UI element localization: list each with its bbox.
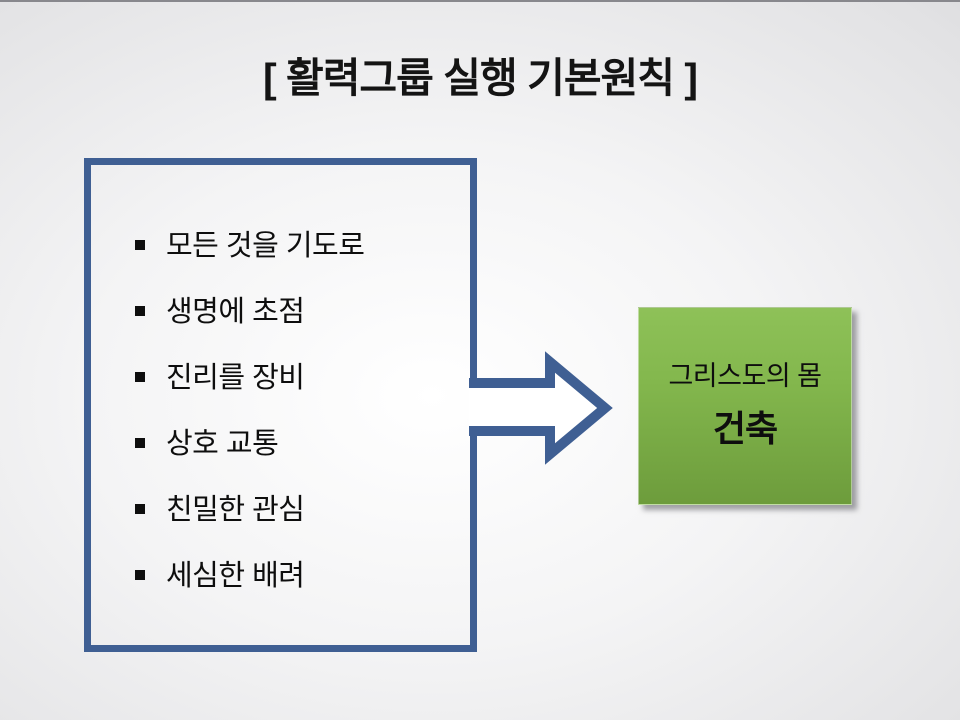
list-item: 생명에 초점 (135, 276, 470, 342)
result-line1: 그리스도의 몸 (668, 361, 822, 391)
bullet-square-icon (135, 305, 145, 316)
list-item: 세심한 배려 (135, 540, 470, 606)
list-item: 친밀한 관심 (135, 474, 470, 540)
result-line2: 건축 (712, 408, 778, 449)
principle-label: 진리를 장비 (166, 362, 305, 394)
bullet-square-icon (135, 239, 145, 250)
slide-title: [ 활력그룹 실행 기본원칙 ] (262, 55, 698, 101)
principles-list: 모든 것을 기도로 생명에 초점 진리를 장비 상호 교통 친밀한 관심 세심한… (91, 165, 470, 606)
principle-label: 모든 것을 기도로 (166, 230, 365, 262)
list-item: 상호 교통 (135, 408, 470, 474)
slide-top-edge (0, 0, 960, 2)
principle-label: 상호 교통 (166, 428, 279, 460)
bullet-square-icon (135, 503, 145, 514)
principle-label: 생명에 초점 (166, 296, 305, 328)
right-arrow-icon (469, 351, 613, 465)
principles-box: 모든 것을 기도로 생명에 초점 진리를 장비 상호 교통 친밀한 관심 세심한… (84, 158, 477, 652)
bullet-square-icon (135, 437, 145, 448)
principle-label: 친밀한 관심 (166, 494, 305, 526)
list-item: 진리를 장비 (135, 342, 470, 408)
list-item: 모든 것을 기도로 (135, 210, 470, 276)
arrow-outline-path (469, 351, 613, 465)
principle-label: 세심한 배려 (166, 560, 305, 592)
result-box: 그리스도의 몸 건축 (638, 307, 852, 505)
bullet-square-icon (135, 569, 145, 580)
bullet-square-icon (135, 371, 145, 382)
